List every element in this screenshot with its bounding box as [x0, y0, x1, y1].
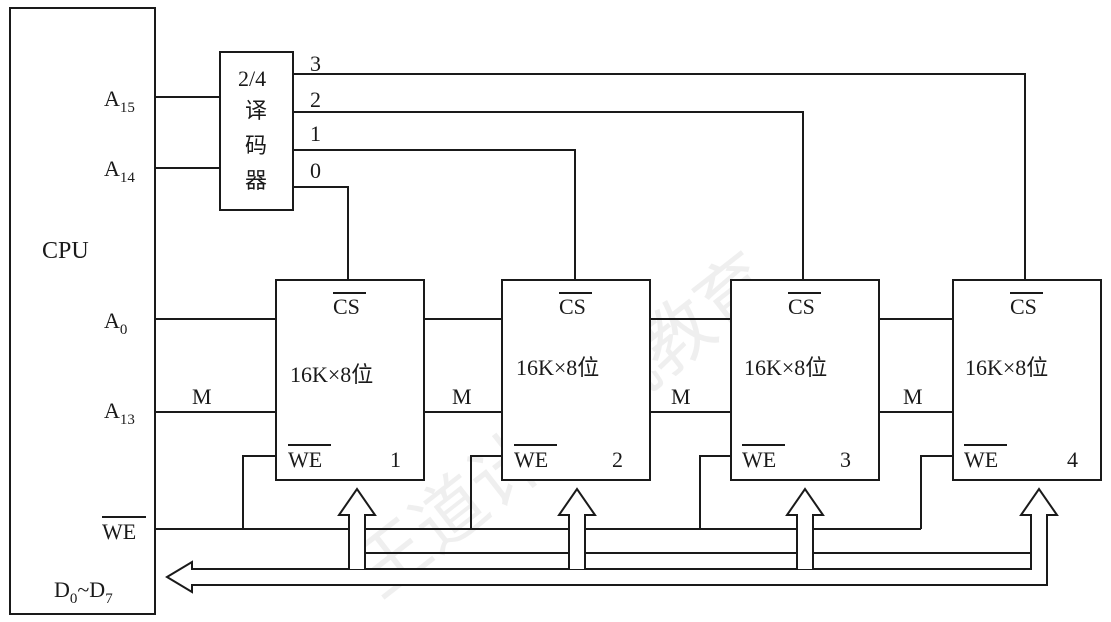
decoder-out-0: 0	[310, 158, 321, 183]
pin-a14: A14	[104, 156, 135, 186]
cpu-box	[9, 7, 156, 615]
cpu-block: CPU A15 A14 A0 A13 WE D0~D7	[9, 7, 156, 615]
decoder-label-3: 码	[245, 133, 267, 158]
data-bus	[165, 487, 1059, 594]
chip-3-number: 3	[840, 447, 851, 472]
chip-3-box	[730, 279, 880, 481]
chip-2-we: WE	[514, 447, 548, 472]
wire-we-3	[699, 455, 731, 529]
chip-2-box	[501, 279, 651, 481]
label-m-2: M	[452, 384, 472, 409]
chip-1-we: WE	[288, 447, 322, 472]
decoder-box	[219, 51, 294, 211]
label-m-4: M	[903, 384, 923, 409]
label-m-3: M	[671, 384, 691, 409]
chip-3: CS 16K×8位 WE 3	[730, 279, 880, 481]
decoder-label-1: 2/4	[238, 66, 266, 91]
pin-a0: A0	[104, 308, 127, 338]
address-wires	[155, 96, 953, 413]
chip-4: CS 16K×8位 WE 4	[952, 279, 1102, 481]
chip-4-capacity: 16K×8位	[965, 355, 1048, 380]
pin-a15: A15	[104, 86, 135, 116]
wire-cs-1	[293, 186, 349, 280]
data-bus-branch-1	[337, 487, 377, 569]
chip-4-we: WE	[964, 447, 998, 472]
chip-3-capacity: 16K×8位	[744, 355, 827, 380]
decoder-label-4: 器	[245, 168, 267, 193]
chip-2: CS 16K×8位 WE 2	[501, 279, 651, 481]
chip-2-capacity: 16K×8位	[516, 355, 599, 380]
we-wires	[155, 455, 953, 530]
pin-a13: A13	[104, 398, 135, 428]
data-bus-branch-3	[785, 487, 825, 569]
chip-1-capacity: 16K×8位	[290, 362, 373, 387]
data-bus-arrow	[165, 487, 1059, 594]
chip-4-cs: CS	[1010, 294, 1037, 319]
chip-2-cs: CS	[559, 294, 586, 319]
bus-labels: M M M M	[192, 384, 923, 409]
pin-we: WE	[102, 519, 136, 544]
chip-4-box	[952, 279, 1102, 481]
chip-1: CS 16K×8位 WE 1	[275, 279, 425, 481]
chip-1-box	[275, 279, 425, 481]
pin-data-bus: D0~D7	[54, 577, 113, 607]
chip-3-we: WE	[742, 447, 776, 472]
decoder-out-3: 3	[310, 51, 321, 76]
chip-select-wires	[293, 73, 1026, 280]
wire-cs-3	[293, 111, 804, 280]
decoder-label-2: 译	[245, 98, 267, 123]
wire-cs-2	[293, 149, 576, 280]
label-m-1: M	[192, 384, 212, 409]
wire-we-4	[920, 455, 953, 529]
wire-cs-4	[293, 73, 1026, 280]
chip-1-number: 1	[390, 447, 401, 472]
cpu-label: CPU	[42, 238, 89, 264]
chip-1-cs: CS	[333, 294, 360, 319]
decoder-out-2: 2	[310, 87, 321, 112]
wire-we-2	[470, 455, 502, 529]
wire-we-1	[242, 455, 276, 529]
data-bus-branch-2	[557, 487, 597, 569]
decoder-block: 2/4 译 码 器 3 2 1 0	[219, 51, 321, 211]
chip-4-number: 4	[1067, 447, 1078, 472]
chip-2-number: 2	[612, 447, 623, 472]
decoder-out-1: 1	[310, 121, 321, 146]
chip-3-cs: CS	[788, 294, 815, 319]
